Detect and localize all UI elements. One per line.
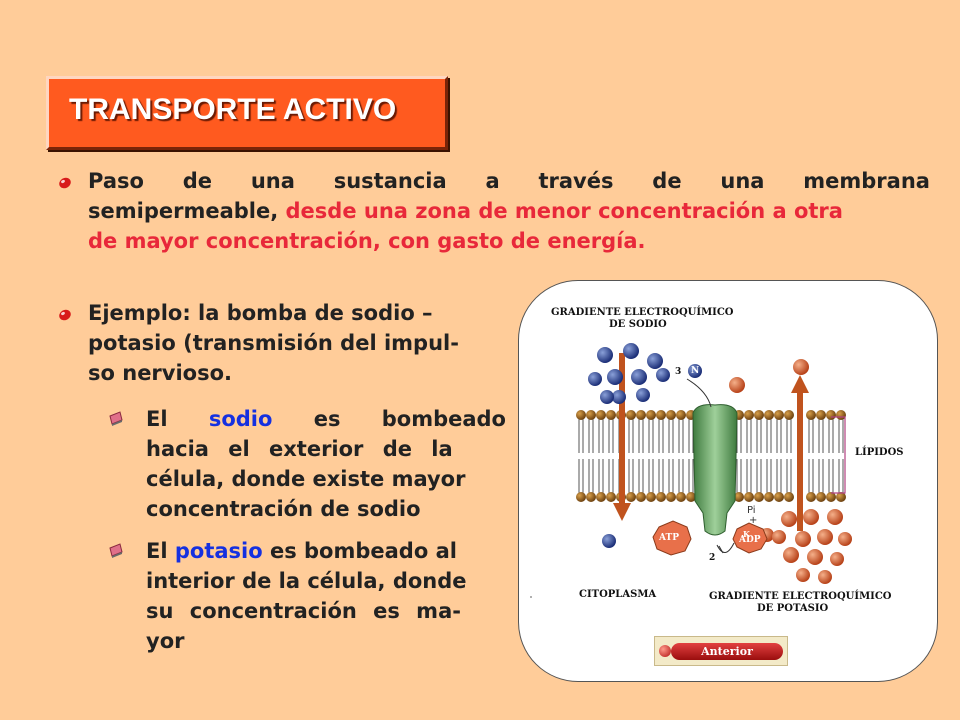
red-oval-bullet-icon: [59, 309, 71, 321]
example-line-2: potasio (transmisión del impul-: [88, 331, 459, 355]
cytoplasm-label: CITOPLASMA: [579, 589, 657, 600]
word: bombeado: [381, 407, 506, 431]
definition-line-2: semipermeable, desde una zona de menor c…: [88, 196, 930, 226]
slide-title: TRANSPORTE ACTIVO: [69, 93, 397, 126]
lipids-label: LÍPIDOS: [855, 447, 904, 458]
sodium-transport-path: [686, 378, 712, 408]
word: de: [652, 169, 682, 193]
word: Paso: [88, 169, 144, 193]
sodium-gradient-label-line1: GRADIENTE ELECTROQUÍMICO: [551, 307, 734, 318]
sodium-line-2: hacia el exterior de la: [146, 437, 453, 461]
word: sustancia: [333, 169, 447, 193]
red-dot-icon: [659, 645, 671, 657]
potassium-line-3: su concentración es ma-: [146, 599, 461, 623]
potassium-count-label: 2: [709, 553, 716, 563]
example-paragraph: Ejemplo: la bomba de sodio – potasio (tr…: [88, 298, 508, 388]
definition-paragraph: Paso de una sustancia a través de una me…: [88, 166, 930, 256]
potassium-line-1: El potasio es bombeado al: [146, 536, 506, 566]
lipid-bracket: [831, 416, 846, 494]
potassium-gradient-arrow: [791, 375, 809, 531]
sodium-gradient-arrow: [613, 353, 631, 521]
potassium-line-4: yor: [146, 629, 185, 653]
sodium-symbol: N: [691, 366, 700, 376]
potassium-transport-path: [716, 542, 735, 553]
word: una: [720, 169, 765, 193]
sodium-potassium-pump-diagram: GRADIENTE ELECTROQUÍMICO DE SODIO LÍPIDO…: [518, 280, 938, 682]
sodium-gradient-label-line2: DE SODIO: [609, 319, 667, 330]
phosphate-label: Pi: [747, 505, 756, 516]
potassium-gradient-label-line1: GRADIENTE ELECTROQUÍMICO: [709, 591, 892, 602]
sodium-line-4: concentración de sodio: [146, 497, 421, 521]
word: El: [146, 539, 168, 563]
previous-button[interactable]: Anterior: [654, 636, 788, 666]
sodium-paragraph: El sodio es bombeado hacia el exterior d…: [146, 404, 506, 524]
word: es: [313, 407, 341, 431]
pink-book-bullet-icon: [109, 543, 123, 558]
slide-title-box: TRANSPORTE ACTIVO: [46, 76, 448, 150]
word: través: [538, 169, 614, 193]
definition-line-3: de mayor concentración, con gasto de ene…: [88, 229, 646, 253]
definition-line-1: Paso de una sustancia a través de una me…: [88, 166, 930, 196]
potassium-symbol: K: [743, 529, 750, 539]
word: membrana: [803, 169, 930, 193]
potassium-paragraph: El potasio es bombeado al interior de la…: [146, 536, 506, 656]
red-oval-bullet-icon: [59, 177, 71, 189]
sodium-highlight: sodio: [208, 407, 273, 431]
example-line-3: so nervioso.: [88, 361, 233, 385]
word: de: [182, 169, 213, 193]
atp-molecule: [652, 520, 692, 556]
potassium-ions: [729, 359, 852, 584]
pump-protein: [692, 404, 738, 536]
sodium-line-3: célula, donde existe mayor: [146, 467, 466, 491]
potassium-gradient-label-line2: DE POTASIO: [757, 603, 829, 614]
pump-illustration: [530, 343, 852, 598]
definition-highlight-text: desde una zona de menor concentración a …: [285, 199, 843, 223]
example-line-1: Ejemplo: la bomba de sodio –: [88, 301, 433, 325]
word: una: [250, 169, 295, 193]
previous-button-label: Anterior: [671, 643, 783, 660]
atp-label: ATP: [659, 533, 679, 543]
sodium-line-1: El sodio es bombeado: [146, 404, 506, 434]
definition-black-text: semipermeable,: [88, 199, 279, 223]
adp-label: ADP: [739, 535, 761, 545]
potassium-highlight: potasio: [174, 539, 263, 563]
adp-molecule: [732, 522, 768, 554]
plus-sign: +: [749, 515, 758, 526]
word: a: [485, 169, 500, 193]
pink-book-bullet-icon: [109, 411, 123, 426]
sodium-count-label: 3: [675, 367, 682, 377]
word: es bombeado al: [269, 539, 457, 563]
potassium-line-2: interior de la célula, donde: [146, 569, 467, 593]
word: El: [146, 407, 168, 431]
